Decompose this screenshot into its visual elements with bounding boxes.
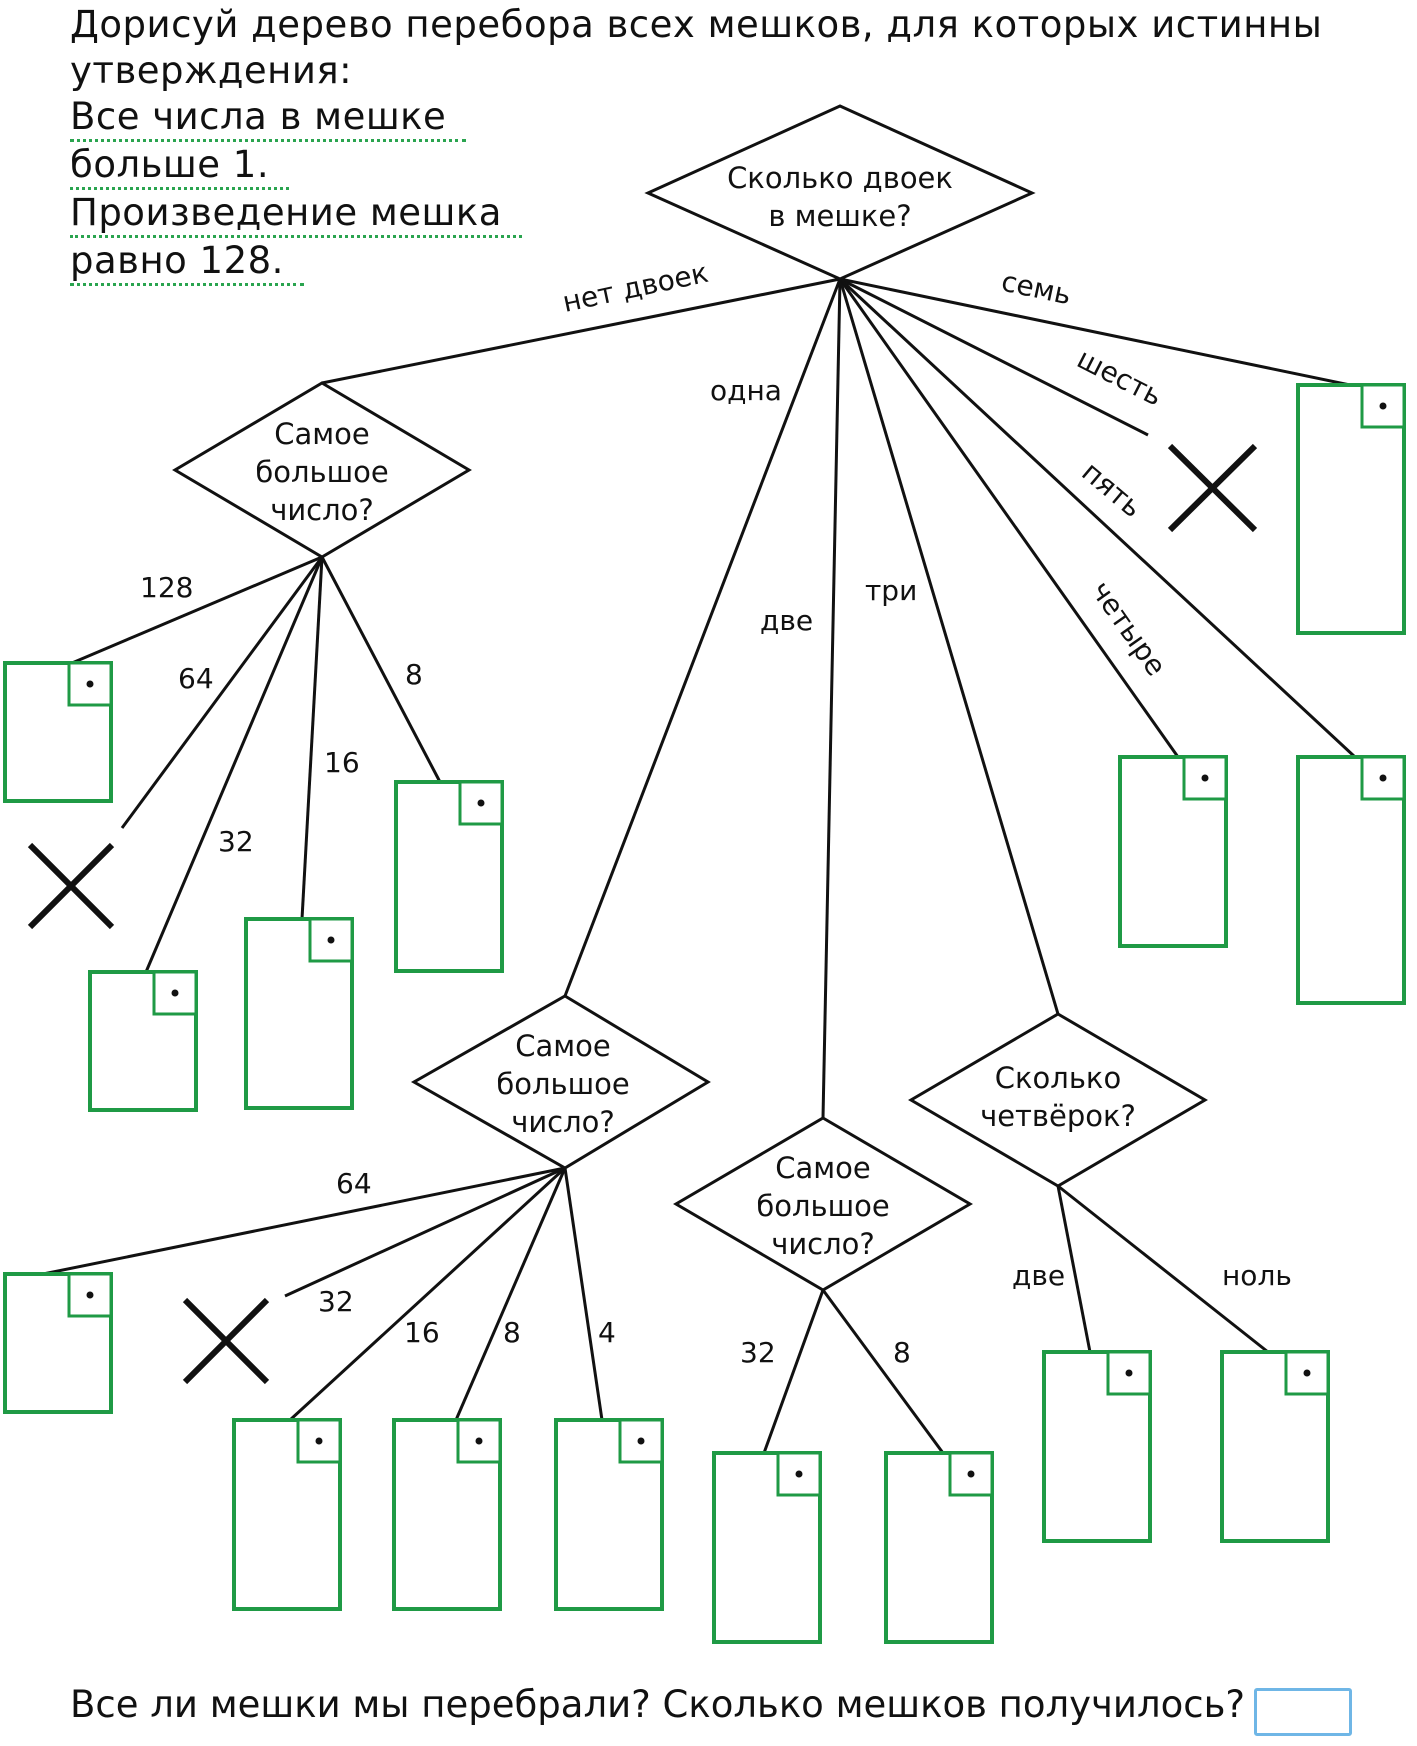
bag[interactable] — [394, 780, 504, 973]
edge-label: 32 — [740, 1336, 776, 1369]
edge — [839, 277, 1149, 437]
edge-label: 32 — [218, 825, 254, 858]
bag[interactable] — [712, 1451, 822, 1644]
edge-label: 32 — [318, 1285, 354, 1318]
edge — [821, 278, 842, 1119]
edge-label: две — [760, 604, 813, 637]
node-text: Сколько двоек — [727, 161, 953, 195]
bag[interactable] — [1296, 755, 1406, 1005]
edge — [1057, 1184, 1269, 1354]
edge — [838, 278, 1060, 1015]
node-text: большое — [255, 455, 388, 489]
bag[interactable] — [232, 1418, 342, 1611]
edge — [321, 277, 841, 385]
edge — [144, 556, 324, 973]
edge — [42, 1166, 566, 1276]
edge — [821, 1289, 945, 1454]
edge-label: шесть — [1072, 342, 1168, 413]
bag[interactable] — [1296, 383, 1406, 635]
bag[interactable] — [3, 1272, 113, 1414]
largest-number-node: Самое большое число? — [172, 381, 472, 559]
edge — [762, 1289, 825, 1454]
node-text: Самое — [775, 1151, 870, 1185]
edge-label: 128 — [140, 571, 193, 604]
root-question-node: Сколько двоек в мешке? — [644, 104, 1036, 281]
edge — [563, 1167, 604, 1421]
cross-mark-icon — [1167, 443, 1258, 533]
bag[interactable] — [1118, 755, 1228, 948]
edge — [320, 556, 442, 783]
task-text: Дорисуй дерево перебора всех мешков, для… — [70, 2, 1322, 286]
edge-label: три — [865, 574, 917, 607]
node-text: число? — [511, 1105, 615, 1139]
edge — [284, 1166, 566, 1298]
edge — [1056, 1185, 1092, 1353]
edge-label: семь — [999, 265, 1075, 312]
node-text: число? — [270, 493, 374, 527]
largest-number-node: Самое большое число? — [673, 1116, 973, 1292]
condition-line: больше 1. — [70, 143, 290, 190]
count-fours-node: Сколько четвёрок? — [908, 1012, 1208, 1188]
edge-label: 16 — [324, 746, 360, 779]
edge-label: 8 — [893, 1336, 911, 1369]
edge-label: четыре — [1084, 575, 1173, 682]
bag[interactable] — [88, 970, 198, 1112]
node-text: число? — [771, 1227, 875, 1261]
edge-label: 4 — [598, 1316, 616, 1349]
edge — [838, 278, 1180, 758]
edge-label: ноль — [1222, 1259, 1292, 1292]
node-text: четвёрок? — [980, 1099, 1136, 1133]
edge — [839, 277, 1351, 387]
bag[interactable] — [244, 917, 354, 1110]
bag[interactable] — [3, 661, 113, 803]
edge-label: 8 — [405, 658, 423, 691]
edge — [563, 278, 842, 997]
edge-label: 16 — [404, 1316, 440, 1349]
edge-label: две — [1012, 1259, 1065, 1292]
node-text: Самое — [274, 417, 369, 451]
node-text: большое — [496, 1067, 629, 1101]
task-line-1: Дорисуй дерево перебора всех мешков, для… — [70, 3, 1323, 46]
largest-number-node: Самое большое число? — [410, 994, 711, 1170]
node-text: в мешке? — [768, 199, 911, 233]
edge — [120, 556, 324, 829]
bag[interactable] — [392, 1418, 502, 1611]
task-line-2: утверждения: — [70, 49, 353, 92]
condition-line: равно 128. — [70, 239, 304, 286]
condition-line: Произведение мешка — [70, 191, 522, 238]
edge-label: одна — [710, 374, 782, 407]
edge-label: 64 — [336, 1167, 372, 1200]
bag[interactable] — [884, 1451, 994, 1644]
edge — [838, 277, 1357, 759]
bag[interactable] — [1220, 1350, 1330, 1543]
cross-mark-icon — [27, 842, 115, 930]
edge — [300, 556, 324, 920]
edge — [71, 555, 323, 665]
edge-label: пять — [1076, 455, 1149, 524]
edge-label: 8 — [503, 1316, 521, 1349]
bag[interactable] — [1042, 1350, 1152, 1543]
answer-input-box[interactable] — [1254, 1688, 1352, 1736]
footer-question: Все ли мешки мы перебрали? Сколько мешко… — [70, 1683, 1246, 1726]
edge-label: 64 — [178, 662, 214, 695]
node-text: Сколько — [995, 1061, 1121, 1095]
edge — [288, 1166, 567, 1422]
cross-mark-icon — [182, 1297, 270, 1385]
node-text: Самое — [515, 1029, 610, 1063]
condition-line: Все числа в мешке — [70, 95, 467, 142]
bag[interactable] — [554, 1418, 664, 1611]
node-text: большое — [756, 1189, 889, 1223]
edge — [454, 1167, 567, 1421]
